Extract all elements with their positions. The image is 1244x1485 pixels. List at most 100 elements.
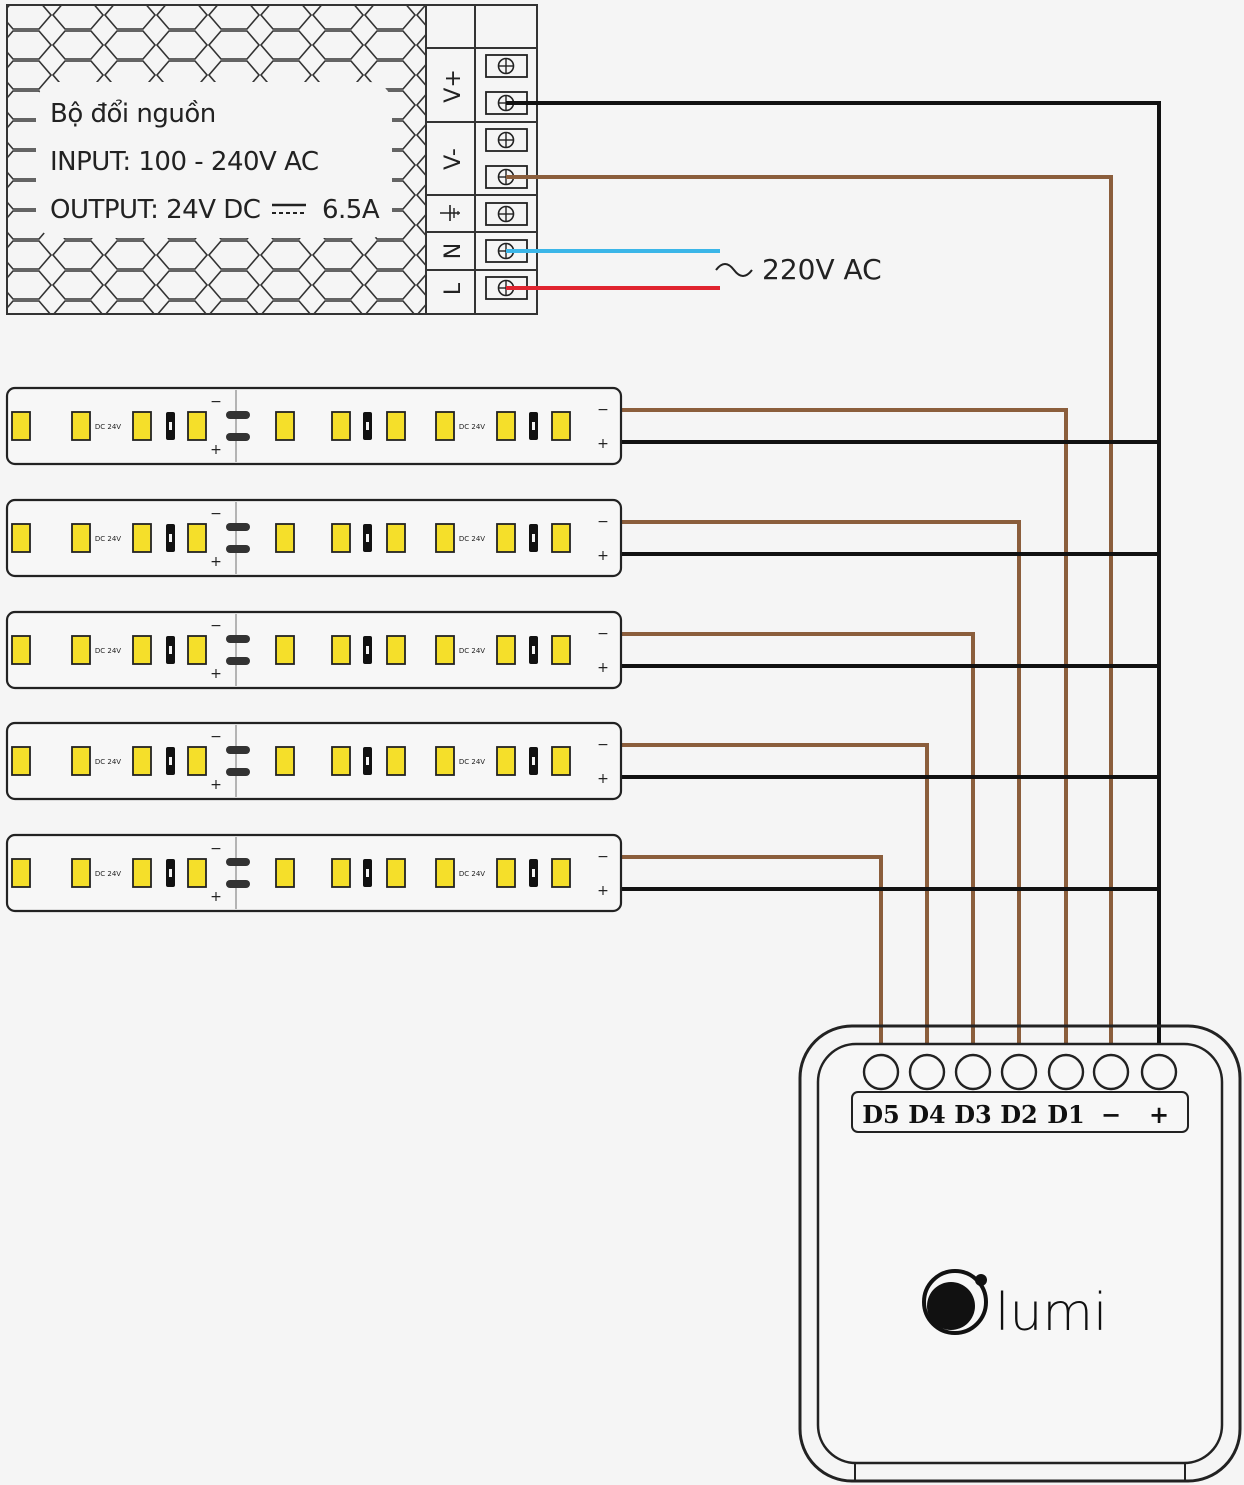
led-chip (551, 523, 571, 553)
solder-pad (226, 523, 250, 531)
led-chip (551, 635, 571, 665)
strip-plus-sign: + (210, 554, 222, 570)
terminal-label-vminus: V- (441, 148, 466, 170)
led-chip (71, 746, 91, 776)
controller-terminal-label: − (1101, 1100, 1121, 1129)
led-chip (132, 858, 152, 888)
terminal-label-n: N (441, 243, 466, 259)
led-chip (331, 858, 351, 888)
led-chip (11, 635, 31, 665)
led-chip (496, 858, 516, 888)
solder-pad (226, 545, 250, 553)
psu-label-panel (36, 82, 392, 238)
led-chip (11, 411, 31, 441)
lumi-logo-icon (927, 1282, 975, 1330)
led-chip (435, 635, 455, 665)
psu-screw (485, 54, 528, 78)
controller-terminal-label: D2 (1000, 1100, 1038, 1129)
strip-end-plus-sign: + (597, 548, 609, 564)
controller-terminal: D4 (908, 1053, 946, 1129)
led-chip (496, 523, 516, 553)
led-chip (551, 858, 571, 888)
ac-source: 220V AC (715, 253, 882, 286)
controller-terminal: − (1092, 1053, 1130, 1129)
strip-voltage-label: DC 24V (95, 758, 121, 766)
led-chip (331, 635, 351, 665)
led-chip (132, 635, 152, 665)
solder-pad (226, 635, 250, 643)
controller-terminal: D5 (862, 1053, 900, 1129)
led-chip (132, 411, 152, 441)
led-chip (275, 411, 295, 441)
led-chip (132, 746, 152, 776)
wires (506, 101, 1161, 1072)
controller-terminal-label: D3 (954, 1100, 992, 1129)
strip-end-minus-sign: − (597, 849, 609, 865)
power-supply: Bộ đổi nguồn INPUT: 100 - 240V AC OUTPUT… (6, 4, 538, 315)
led-chip (496, 746, 516, 776)
led-chip (496, 411, 516, 441)
led-chip (331, 746, 351, 776)
controller-terminal: D1 (1047, 1053, 1085, 1129)
strip-voltage-label: DC 24V (459, 870, 485, 878)
solder-pad (226, 411, 250, 419)
psu-output-current: 6.5A (322, 195, 380, 225)
strip-plus-sign: + (210, 442, 222, 458)
led-chip (275, 635, 295, 665)
strip-end-minus-sign: − (597, 402, 609, 418)
led-chip (551, 746, 571, 776)
wire-strip-3-minus (621, 632, 975, 1072)
strip-end-plus-sign: + (597, 660, 609, 676)
strip-voltage-label: DC 24V (95, 423, 121, 431)
led-chip (386, 523, 406, 553)
led-chip (11, 523, 31, 553)
wire-strip-2-minus (621, 520, 1021, 1072)
led-chip (551, 411, 571, 441)
psu-screw (485, 128, 528, 152)
strip-minus-sign: − (210, 729, 222, 745)
controller-outer (798, 1024, 1242, 1483)
solder-pad (226, 746, 250, 754)
led-chip (386, 746, 406, 776)
strip-voltage-label: DC 24V (459, 535, 485, 543)
wire-strip-4-minus (621, 743, 929, 1072)
psu-input-spec: INPUT: 100 - 240V AC (50, 147, 319, 177)
led-chip (71, 858, 91, 888)
controller-label-strip (851, 1091, 1189, 1133)
strip-end-plus-sign: + (597, 771, 609, 787)
strip-minus-sign: − (210, 506, 222, 522)
led-strips: DC 24V DC 24V − + − + DC 24V DC 24V − + − + DC 24V DC… (5, 386, 623, 913)
strip-voltage-label: DC 24V (459, 647, 485, 655)
wire-vplus (506, 101, 1161, 1072)
strip-voltage-label: DC 24V (459, 758, 485, 766)
led-chip (11, 858, 31, 888)
led-chip (71, 523, 91, 553)
led-chip (71, 411, 91, 441)
led-chip (496, 635, 516, 665)
strip-end-minus-sign: − (597, 514, 609, 530)
controller-terminal: D2 (1000, 1053, 1038, 1129)
terminal-label-vplus: V+ (441, 69, 466, 102)
strip-plus-sign: + (210, 889, 222, 905)
psu-output-spec: OUTPUT: 24V DC (50, 195, 260, 225)
controller-terminal-label: D5 (862, 1100, 900, 1129)
led-chip (187, 746, 207, 776)
dc-symbol-icon (272, 203, 306, 214)
strip-end-minus-sign: − (597, 737, 609, 753)
led-chip (11, 746, 31, 776)
strip-voltage-label: DC 24V (95, 647, 121, 655)
led-chip (331, 411, 351, 441)
strip-minus-sign: − (210, 841, 222, 857)
strip-end-plus-sign: + (597, 436, 609, 452)
led-chip (187, 858, 207, 888)
led-chip (435, 858, 455, 888)
strip-voltage-label: DC 24V (459, 423, 485, 431)
lumi-logo-ring (922, 1269, 988, 1335)
